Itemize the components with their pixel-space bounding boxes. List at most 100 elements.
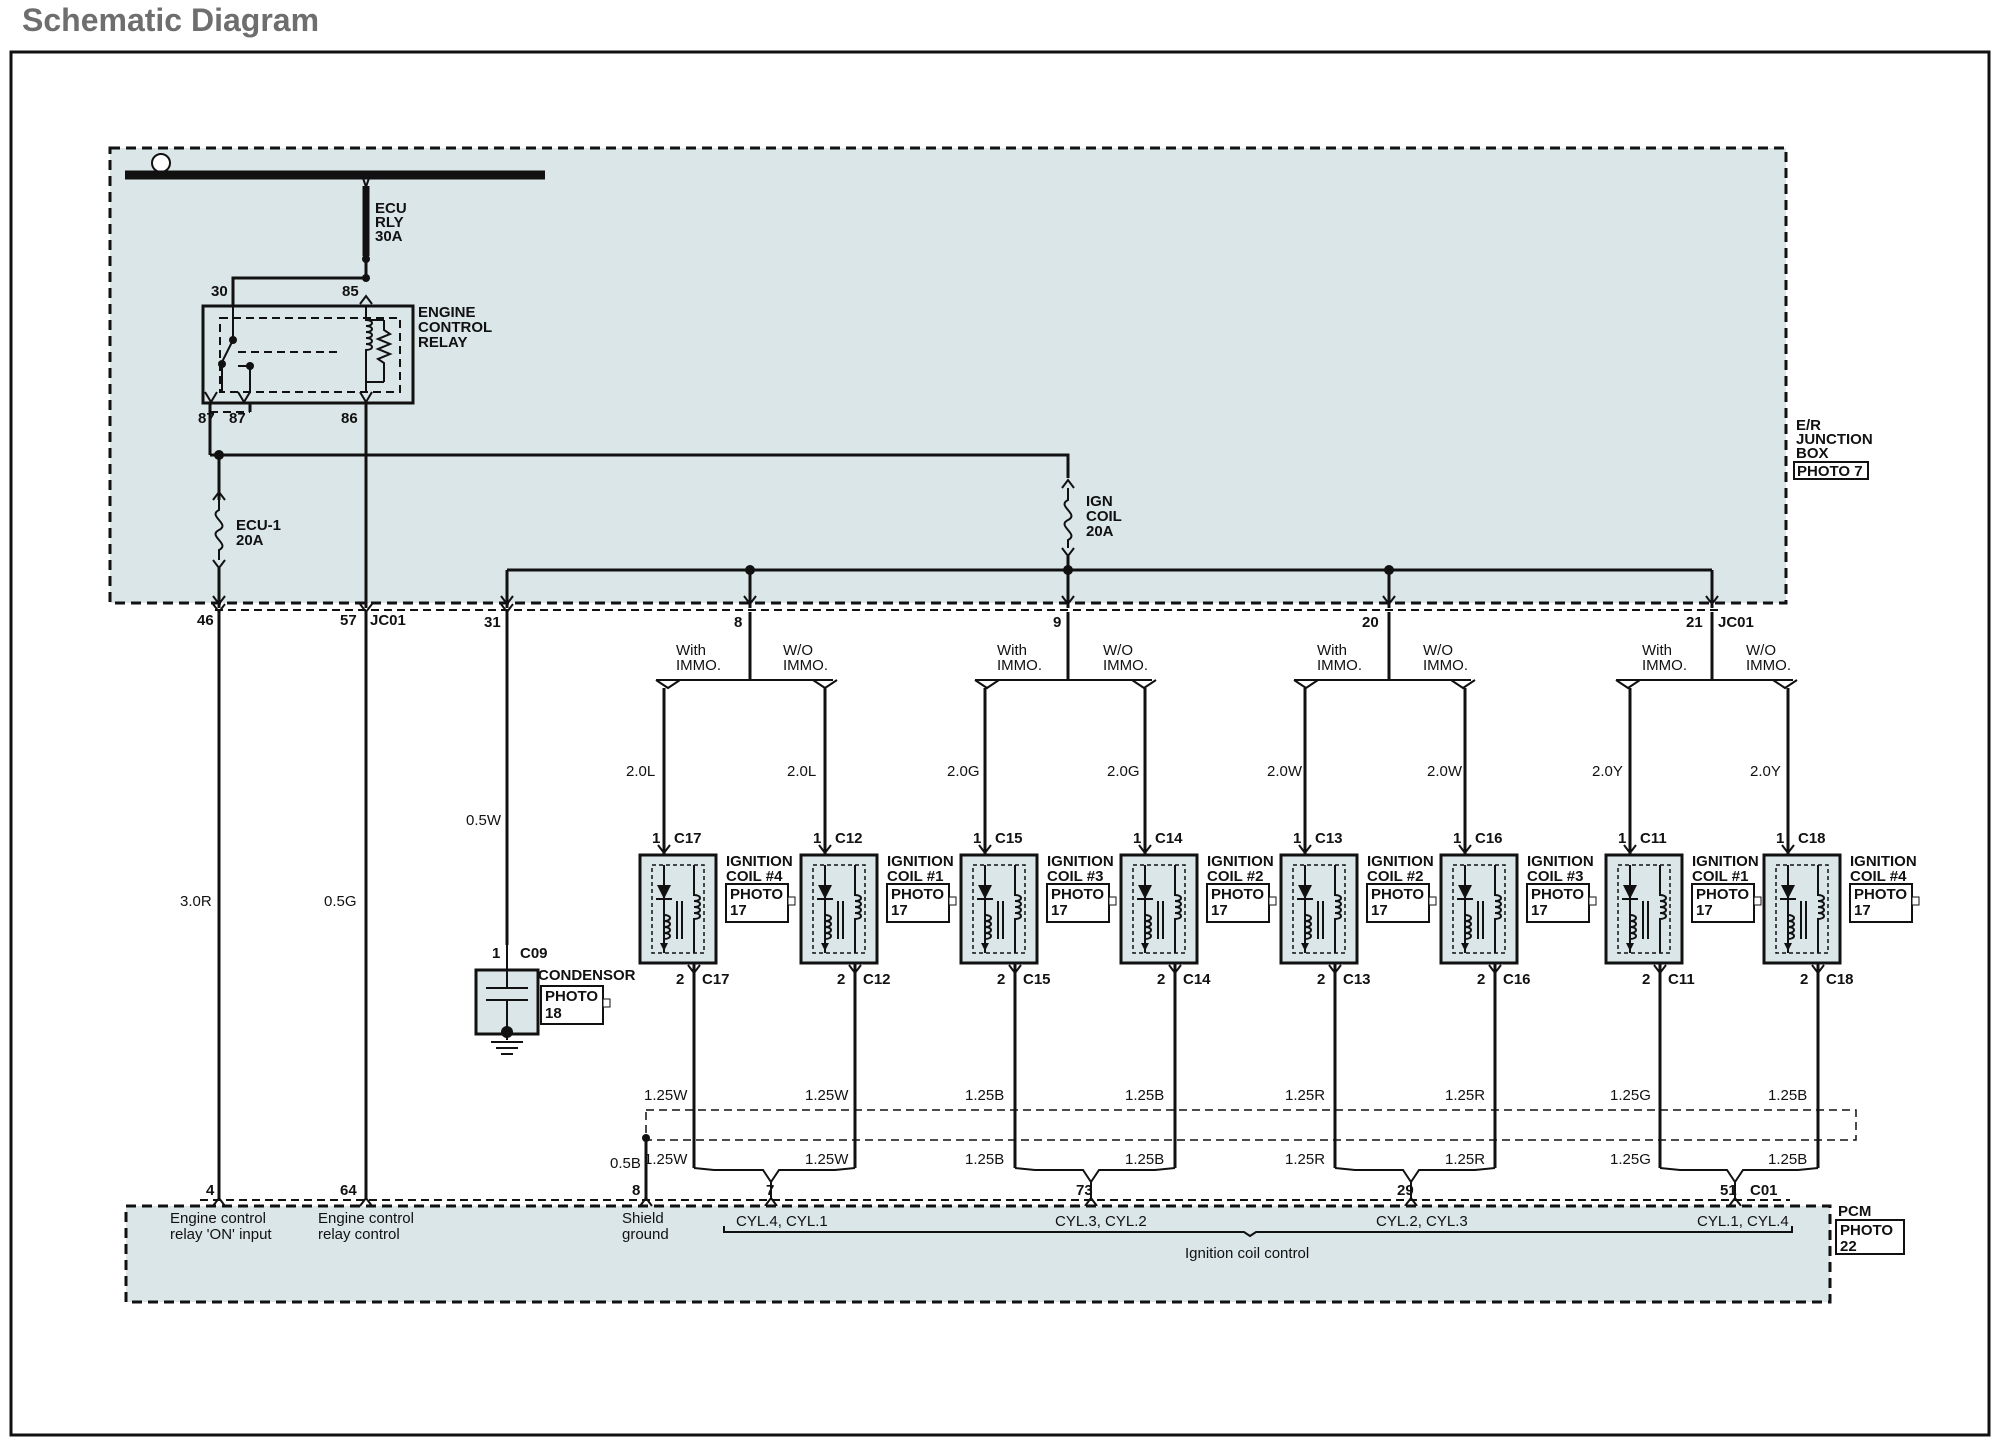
coil-name-2: COIL #2 — [1207, 868, 1263, 885]
coil-input-wire: 2.0Y — [1750, 763, 1781, 780]
relay-name-1: ENGINE — [418, 304, 476, 321]
shield — [642, 1109, 1857, 1200]
pcm-pin-4: 4 — [206, 1182, 215, 1199]
variant-label-bg — [1419, 641, 1469, 672]
jc01-pin-21: 21 — [1686, 614, 1703, 631]
cyl-group-2: CYL.3, CYL.2 — [1055, 1213, 1147, 1230]
coil-name-2: COIL #3 — [1527, 868, 1583, 885]
junction-box-label-1: E/R — [1796, 417, 1821, 434]
coil-name-1: IGNITION — [1527, 853, 1594, 870]
condensor-connector: C09 — [520, 945, 548, 962]
pcm-pin-51: 51 — [1720, 1182, 1737, 1199]
variant-label-bg — [672, 641, 714, 672]
cyl-group-3: CYL.2, CYL.3 — [1376, 1213, 1468, 1230]
coil-output-wire-lower: 1.25B — [1768, 1151, 1807, 1168]
without-immo-label: IMMO. — [1103, 657, 1148, 674]
coil-pin-1: 1 — [1133, 830, 1141, 847]
coil-pin-2: 2 — [1157, 971, 1165, 988]
coil-connector-top: C11 — [1640, 830, 1667, 847]
coil-output-wire-lower: 1.25B — [1125, 1151, 1164, 1168]
ign-control-label: Ignition coil control — [1185, 1245, 1309, 1262]
ign-distribution-bus — [500, 565, 1719, 608]
coil-output-wire-upper: 1.25B — [965, 1087, 1004, 1104]
coil-connector-top: C17 — [674, 830, 702, 847]
coil-connector-bottom: C18 — [1826, 971, 1854, 988]
fuse-ign-label-3: 20A — [1086, 523, 1114, 540]
variant-label-bg — [993, 641, 1035, 672]
coil-name-1: IGNITION — [1367, 853, 1434, 870]
pcm-pin-8: 8 — [632, 1182, 640, 1199]
fuse-ecu1-label-2: 20A — [236, 532, 264, 549]
coil-pin-1: 1 — [973, 830, 981, 847]
pcm-label-64-line2: relay control — [318, 1226, 400, 1243]
fuse-ign-label-1: IGN — [1086, 493, 1113, 510]
coil-output-wire-upper: 1.25W — [805, 1087, 849, 1104]
coil-name-2: COIL #4 — [726, 868, 783, 885]
with-immo-label: With — [997, 642, 1027, 659]
ignition-coil-symbol — [1439, 853, 1519, 965]
without-immo-label: IMMO. — [783, 657, 828, 674]
coil-name-1: IGNITION — [1692, 853, 1759, 870]
coil-pin-1: 1 — [1776, 830, 1784, 847]
coil-photo-1: PHOTO — [1211, 886, 1264, 903]
coil-pin-1: 1 — [1293, 830, 1301, 847]
pcm-pin-marker — [764, 1196, 778, 1207]
coil-connector-top: C12 — [835, 830, 863, 847]
coil-name-2: COIL #3 — [1047, 868, 1103, 885]
pcm-pins: 4 64 8 7 73 29 51 — [206, 1182, 1737, 1199]
coil-pin-1: 1 — [652, 830, 660, 847]
coil-output-wire-lower: 1.25R — [1445, 1151, 1485, 1168]
relay-pin-86: 86 — [341, 410, 358, 427]
coil-input-wire: 2.0G — [1107, 763, 1140, 780]
condensor-photo-1: PHOTO — [545, 988, 598, 1005]
variant-label-bg — [1638, 641, 1680, 672]
pcm-pin-marker — [1728, 1196, 1742, 1207]
pcm-pin-64: 64 — [340, 1182, 357, 1199]
pcm-pin-7: 7 — [766, 1182, 774, 1199]
engine-control-relay — [201, 276, 415, 608]
coil-photo-2: 17 — [1696, 902, 1713, 919]
jc01-pin-20: 20 — [1362, 614, 1379, 631]
condensor — [474, 945, 540, 1055]
coil-connector-top: C15 — [995, 830, 1023, 847]
condensor-pin: 1 — [492, 945, 500, 962]
variant-label-bg — [779, 641, 829, 672]
coil-pin-2: 2 — [997, 971, 1005, 988]
coil-photo-2: 17 — [1371, 902, 1388, 919]
jc01-pin-9: 9 — [1053, 614, 1061, 631]
coil-connector-bottom: C12 — [863, 971, 891, 988]
shield-wire: 0.5B — [610, 1155, 641, 1172]
with-immo-label: IMMO. — [1642, 657, 1687, 674]
fuse-ecu1-label-1: ECU-1 — [236, 517, 281, 534]
pcm-label-8-line1: Shield — [622, 1210, 664, 1227]
coil-photo-1: PHOTO — [1051, 886, 1104, 903]
coil-input-wire: 2.0W — [1267, 763, 1303, 780]
coil-output-wire-lower: 1.25B — [965, 1151, 1004, 1168]
relay-output-bus — [210, 450, 1070, 500]
coil-input-wire: 2.0W — [1427, 763, 1463, 780]
coil-name-1: IGNITION — [726, 853, 793, 870]
coil-output-wire-lower: 1.25G — [1610, 1151, 1651, 1168]
junction-box-photo: PHOTO 7 — [1797, 463, 1863, 480]
relay-pin-85: 85 — [342, 283, 359, 300]
coil-photo-1: PHOTO — [1696, 886, 1749, 903]
coil-pair-merge — [1014, 1167, 1176, 1200]
pcm-box — [124, 1204, 1832, 1304]
coil-output-wire-upper: 1.25W — [644, 1087, 688, 1104]
without-immo-label: W/O — [1746, 642, 1776, 659]
coil-photo-1: PHOTO — [1531, 886, 1584, 903]
battery-bus — [125, 153, 545, 180]
coil-photo-2: 17 — [1211, 902, 1228, 919]
jc01-pin-46: 46 — [197, 612, 214, 629]
ignition-coil-symbol — [959, 853, 1039, 965]
jc01-pin-57: 57 — [340, 612, 357, 629]
coil-name-1: IGNITION — [1207, 853, 1274, 870]
coil-output-wire-lower: 1.25W — [805, 1151, 849, 1168]
jc01-label-right: JC01 — [1718, 614, 1754, 631]
coil-connector-top: C14 — [1155, 830, 1183, 847]
